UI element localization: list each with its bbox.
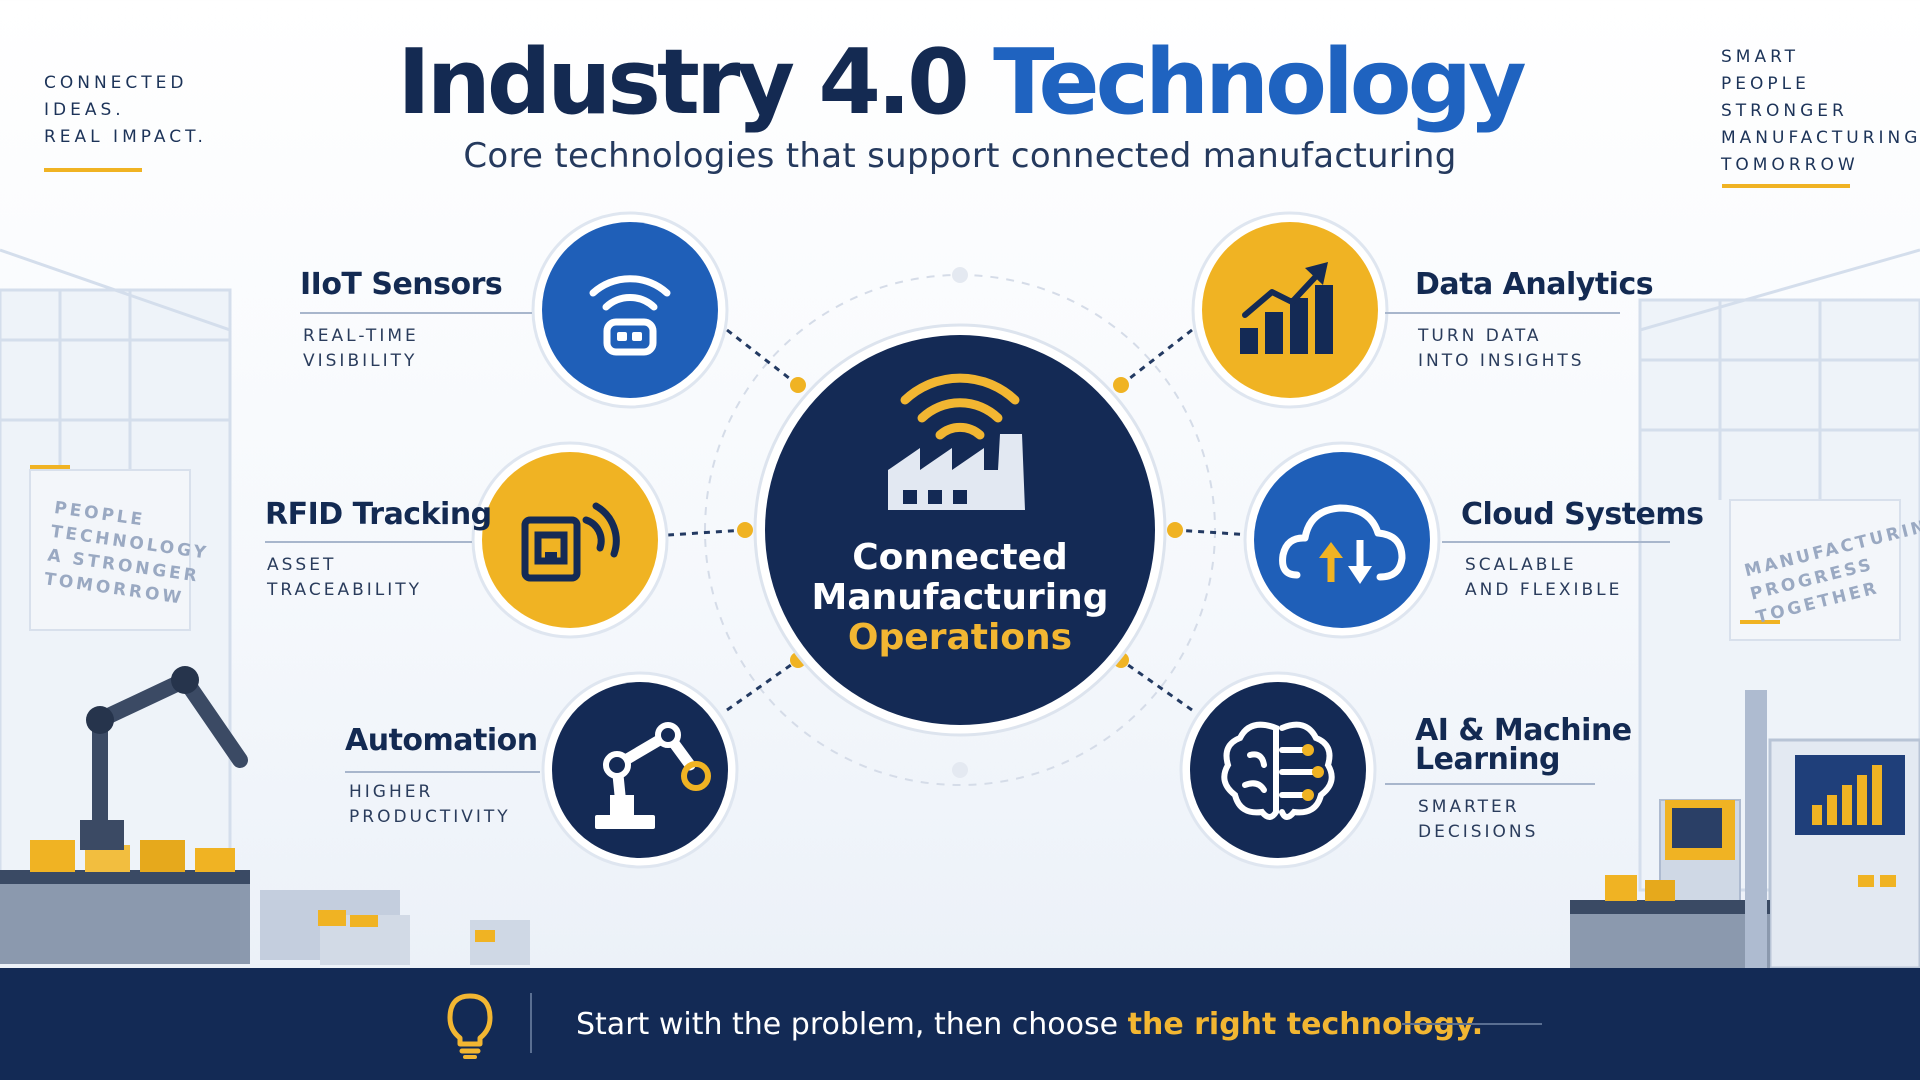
connector-analytics xyxy=(1120,328,1193,387)
hub-circle xyxy=(765,335,1155,725)
page-title: Industry 4.0 Technology xyxy=(0,28,1920,138)
tech-title-ai: AI & Machine xyxy=(1415,713,1632,748)
page-subtitle: Core technologies that support connected… xyxy=(463,136,1457,176)
tech-desc-line: AND FLEXIBLE xyxy=(1465,580,1623,600)
tech-desc-ai: SMARTER DECISIONS xyxy=(1418,795,1538,845)
automation-circle xyxy=(552,682,728,858)
hub-line-2: Manufacturing xyxy=(811,577,1109,618)
connector-rfid xyxy=(667,528,746,537)
tech-desc-cloud: SCALABLE AND FLEXIBLE xyxy=(1465,553,1622,603)
corner-right-rule xyxy=(1722,184,1850,188)
corner-left-rule xyxy=(44,168,142,172)
brain-icon xyxy=(1221,721,1335,820)
tech-desc-automation: HIGHER PRODUCTIVITY xyxy=(349,780,511,830)
rfid-circle xyxy=(482,452,658,628)
connector-dot xyxy=(790,377,806,393)
orbit-node-bottom xyxy=(952,762,968,778)
wifi-sensor-icon xyxy=(589,275,671,356)
robot-arm-icon xyxy=(595,722,711,829)
tech-desc-line: SCALABLE xyxy=(1465,555,1577,575)
tech-desc-line: VISIBILITY xyxy=(303,351,418,371)
hub-factory-icon xyxy=(888,434,1025,510)
connector-dot xyxy=(1113,377,1129,393)
tech-rule-cloud xyxy=(1442,541,1670,543)
footer-banner xyxy=(0,968,1920,1080)
tech-rule-ai xyxy=(1385,783,1595,785)
rfid-tag-icon xyxy=(521,502,620,582)
corner-left-line: REAL IMPACT. xyxy=(44,127,207,147)
footer-message: Start with the problem, then choose the … xyxy=(576,1005,1483,1045)
tech-desc-line: DECISIONS xyxy=(1418,822,1539,842)
title-highlight: Technology xyxy=(993,30,1527,135)
tech-title-automation: Automation xyxy=(345,723,538,758)
connector-cloud xyxy=(1174,528,1253,537)
tech-desc-line: TURN DATA xyxy=(1418,326,1542,346)
iiot-circle xyxy=(542,222,718,398)
corner-left-line: CONNECTED xyxy=(44,73,188,93)
corner-tagline-left: CONNECTED IDEAS. REAL IMPACT. xyxy=(44,70,207,151)
lightbulb-icon xyxy=(447,993,493,1059)
tech-rule-iiot xyxy=(300,312,532,314)
connector-ai xyxy=(1120,658,1193,712)
hub-line-3: Operations xyxy=(847,617,1073,658)
tech-desc-rfid: ASSET TRACEABILITY xyxy=(267,553,422,603)
tech-title-analytics: Data Analytics xyxy=(1415,267,1654,302)
corner-right-line: TOMORROW xyxy=(1721,155,1859,175)
hub-line-1: Connected xyxy=(852,537,1068,578)
cloud-sync-icon xyxy=(1279,504,1406,584)
connector-dot xyxy=(737,522,753,538)
connector-dot xyxy=(1167,522,1183,538)
tech-desc-iiot: REAL-TIME VISIBILITY xyxy=(303,324,419,374)
tech-title-rfid: RFID Tracking xyxy=(265,497,492,532)
corner-right-line: SMART xyxy=(1721,47,1800,67)
tech-rule-analytics xyxy=(1385,312,1620,314)
corner-right-line: MANUFACTURING xyxy=(1721,128,1920,148)
tech-rule-automation xyxy=(345,771,540,773)
corner-left-line: IDEAS. xyxy=(44,100,125,120)
tech-desc-line: REAL-TIME xyxy=(303,326,419,346)
tech-desc-line: INTO INSIGHTS xyxy=(1418,351,1585,371)
tech-desc-line: TRACEABILITY xyxy=(267,580,423,600)
tech-rule-rfid xyxy=(265,541,472,543)
tech-title-cloud: Cloud Systems xyxy=(1461,497,1704,532)
footer-divider xyxy=(530,993,532,1053)
corner-right-line: STRONGER xyxy=(1721,101,1848,121)
tech-desc-line: HIGHER xyxy=(349,782,434,802)
orbit-node-top xyxy=(952,267,968,283)
tech-title-ai-line2: Learning xyxy=(1415,742,1560,777)
tech-desc-analytics: TURN DATA INTO INSIGHTS xyxy=(1418,324,1585,374)
tech-desc-line: PRODUCTIVITY xyxy=(349,807,511,827)
title-main: Industry 4.0 xyxy=(397,30,969,135)
hub-wifi-icon xyxy=(900,373,1020,440)
connector-iiot xyxy=(726,328,799,387)
connector-automation xyxy=(726,658,799,712)
cloud-circle xyxy=(1254,452,1430,628)
corner-right-line: PEOPLE xyxy=(1721,74,1810,94)
corner-tagline-right: SMART PEOPLE STRONGER MANUFACTURING TOMO… xyxy=(1721,44,1920,179)
footer-rule xyxy=(1402,1023,1542,1025)
bar-chart-icon xyxy=(1240,285,1333,354)
tech-desc-line: ASSET xyxy=(267,555,337,575)
tech-desc-line: SMARTER xyxy=(1418,797,1520,817)
tech-title-iiot: IIoT Sensors xyxy=(300,267,503,302)
footer-message-text: Start with the problem, then choose xyxy=(576,1007,1119,1042)
